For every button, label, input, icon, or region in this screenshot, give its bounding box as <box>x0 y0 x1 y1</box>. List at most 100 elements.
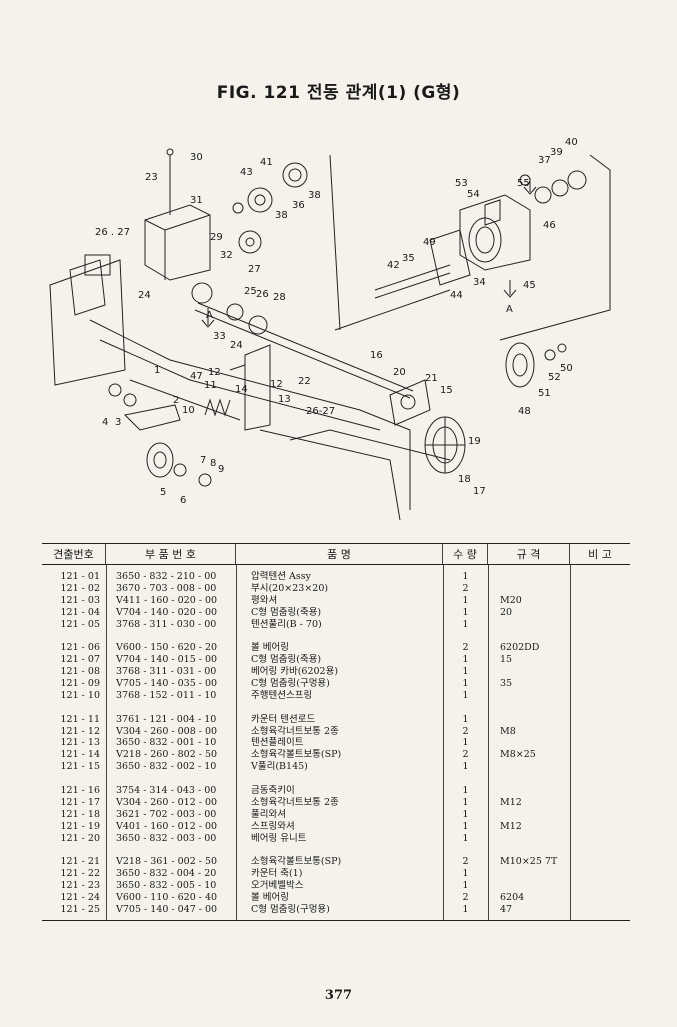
svg-text:31: 31 <box>190 195 203 206</box>
spec-cell <box>488 880 570 892</box>
svg-text:16: 16 <box>370 350 383 361</box>
note-cell <box>570 797 630 809</box>
ref-no-cell: 121 - 16 <box>60 785 100 797</box>
svg-text:5: 5 <box>160 487 166 498</box>
svg-text:15: 15 <box>440 385 453 396</box>
ref-no-cell: 121 - 05 <box>60 618 100 630</box>
note-cell <box>570 666 630 678</box>
note-cell <box>570 726 630 738</box>
header-part-no: 부 품 번 호 <box>106 544 236 564</box>
note-cell <box>570 761 630 773</box>
svg-text:14: 14 <box>235 384 248 395</box>
svg-text:29: 29 <box>210 232 223 243</box>
part-name-cell: 소형육각볼트보통(SP) <box>251 856 342 868</box>
svg-text:6: 6 <box>180 495 186 506</box>
svg-text:46: 46 <box>543 220 556 231</box>
spec-cell <box>488 619 570 631</box>
ref-no-cell: 121 - 19 <box>60 820 100 832</box>
note-cell <box>570 809 630 821</box>
ref-no-cell: 121 - 17 <box>60 796 100 808</box>
svg-text:2: 2 <box>173 395 179 406</box>
ref-no-cell: 121 - 22 <box>60 868 100 880</box>
note-cell <box>570 856 630 868</box>
note-cell <box>570 678 630 690</box>
exploded-parts-diagram: 30 31 23 26 . 27 43 41 38 36 38 29 32 27… <box>30 130 650 530</box>
svg-text:20: 20 <box>393 367 406 378</box>
svg-text:43: 43 <box>240 167 253 178</box>
part-name-cell: 텐션플레이트 <box>251 737 304 749</box>
svg-text:30: 30 <box>190 152 203 163</box>
spec-cell <box>488 868 570 880</box>
part-name-cell: C형 멈춤링(구멍용) <box>251 903 330 915</box>
svg-text:39: 39 <box>550 147 563 158</box>
part-no-cell: 3650 - 832 - 210 - 00 <box>116 571 217 582</box>
header-part-name: 품 명 <box>236 544 443 564</box>
quantity-cell: 2 <box>462 892 469 904</box>
diagram-drawing: 30 31 23 26 . 27 43 41 38 36 38 29 32 27… <box>49 137 611 521</box>
part-no-cell: V411 - 160 - 020 - 00 <box>116 594 218 606</box>
svg-text:38: 38 <box>275 210 288 221</box>
svg-text:26-27: 26-27 <box>306 406 335 417</box>
svg-text:9: 9 <box>218 464 224 475</box>
part-name-cell: 소형육각볼트보통(SP) <box>251 749 342 761</box>
quantity-cell: 1 <box>462 571 469 582</box>
svg-text:26: 26 <box>256 289 269 300</box>
part-name-cell: C형 멈춤링(축용) <box>251 654 322 666</box>
spec-cell: 6204 <box>500 892 525 904</box>
spec-cell: 6202DD <box>500 642 540 654</box>
spec-cell: M10×25 7T <box>500 856 558 868</box>
spec-cell <box>488 737 570 749</box>
spec-cell <box>488 666 570 678</box>
svg-text:12: 12 <box>270 379 283 390</box>
quantity-cell: 1 <box>462 808 469 820</box>
svg-text:12: 12 <box>208 367 221 378</box>
svg-text:52: 52 <box>548 372 561 383</box>
spec-cell <box>488 785 570 797</box>
part-name-cell: 베어링 유니트 <box>251 832 307 844</box>
ref-no-cell: 121 - 10 <box>60 689 100 701</box>
part-no-cell: V218 - 260 - 802 - 50 <box>116 749 218 761</box>
part-no-cell: V704 - 140 - 015 - 00 <box>116 654 218 666</box>
svg-text:40: 40 <box>565 137 578 148</box>
note-cell <box>570 904 630 916</box>
part-name-cell: V풀리(B145) <box>251 761 308 773</box>
part-no-cell: V705 - 140 - 035 - 00 <box>116 678 218 690</box>
part-no-cell: 3754 - 314 - 043 - 00 <box>116 785 217 797</box>
part-name-cell: 베어링 카바(6202용) <box>251 666 339 678</box>
svg-text:50: 50 <box>560 363 573 374</box>
part-no-cell: 3650 - 832 - 004 - 20 <box>116 868 217 880</box>
row-spacer <box>42 702 630 714</box>
spec-cell <box>488 761 570 773</box>
svg-text:44: 44 <box>450 290 463 301</box>
spec-cell: 35 <box>500 678 513 690</box>
svg-text:19: 19 <box>468 436 481 447</box>
quantity-cell: 2 <box>462 749 469 761</box>
note-cell <box>570 880 630 892</box>
spec-cell <box>488 714 570 726</box>
quantity-cell: 1 <box>462 654 469 666</box>
note-cell <box>570 821 630 833</box>
part-no-cell: 3768 - 311 - 031 - 00 <box>116 666 217 678</box>
svg-text:27: 27 <box>248 264 261 275</box>
part-name-cell: C형 멈춤링(구멍용) <box>251 678 330 690</box>
callout-labels: 30 31 23 26 . 27 43 41 38 36 38 29 32 27… <box>95 137 578 506</box>
quantity-cell: 2 <box>462 856 469 868</box>
ref-no-cell: 121 - 07 <box>60 654 100 666</box>
part-no-cell: 3650 - 832 - 003 - 00 <box>116 832 217 844</box>
svg-text:33: 33 <box>213 331 226 342</box>
part-name-cell: 압력텐션 Assy <box>251 571 311 582</box>
spec-cell <box>488 833 570 845</box>
part-no-cell: 3761 - 121 - 004 - 10 <box>116 713 217 725</box>
quantity-cell: 1 <box>462 785 469 797</box>
note-cell <box>570 749 630 761</box>
svg-text:18: 18 <box>458 474 471 485</box>
row-spacer <box>42 844 630 856</box>
